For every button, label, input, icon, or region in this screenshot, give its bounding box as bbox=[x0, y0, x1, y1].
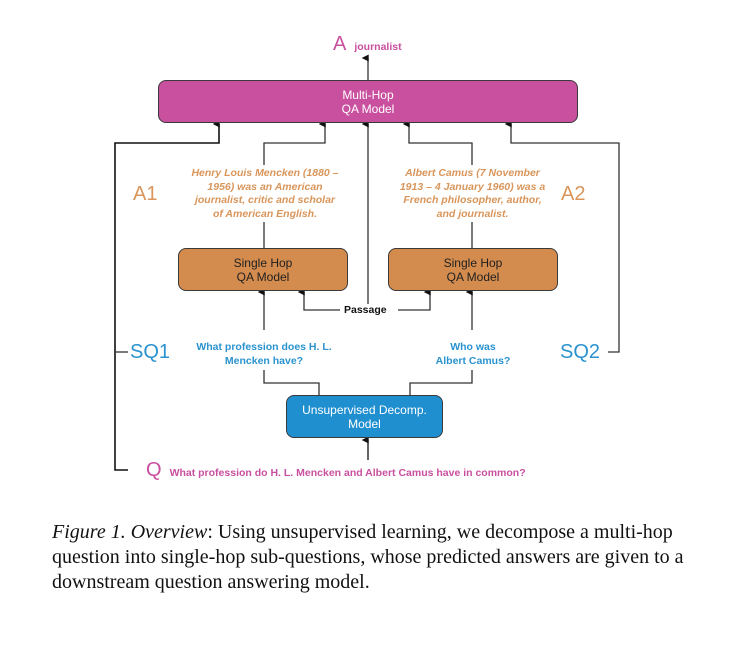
line-a1-to-multihop bbox=[263, 120, 326, 165]
question-text: What profession do H. L. Mencken and Alb… bbox=[169, 467, 526, 479]
caption-title: Overview bbox=[130, 521, 208, 543]
sq2-label: SQ2 bbox=[560, 341, 601, 363]
sq1-label: SQ1 bbox=[130, 341, 171, 363]
input-question: Q What profession do H. L. Mencken and A… bbox=[146, 459, 526, 481]
unsupervised-decomp-model: Unsupervised Decomp. Model bbox=[286, 395, 443, 438]
sq2-text: Who was Albert Camus? bbox=[435, 341, 511, 367]
multi-hop-label: Multi-Hop QA Model bbox=[341, 87, 395, 116]
a1-answer-text: Henry Louis Mencken (1880 – 1956) was an… bbox=[191, 167, 339, 220]
a2-label: A2 bbox=[561, 183, 586, 205]
line-a2-to-multihop bbox=[402, 120, 473, 165]
connector-lines bbox=[114, 54, 620, 471]
line-question-to-multihop bbox=[114, 120, 220, 471]
caption-text: : Using unsupervised learning, we decomp… bbox=[52, 521, 684, 593]
line-decomp-to-sq2 bbox=[409, 370, 473, 395]
arrow-passage-right bbox=[398, 288, 431, 311]
sq1-text: What profession does H. L. Mencken have? bbox=[196, 341, 332, 367]
figure-caption: Figure 1. Overview: Using unsupervised l… bbox=[52, 520, 712, 595]
line-decomp-to-sq1 bbox=[263, 370, 320, 395]
answer-value: journalist bbox=[354, 41, 402, 53]
single-hop-left-label: Single Hop QA Model bbox=[233, 255, 293, 284]
final-answer: A journalist bbox=[333, 33, 402, 55]
question-letter: Q bbox=[146, 459, 162, 481]
caption-label: Figure 1. bbox=[52, 521, 126, 543]
a1-label: A1 bbox=[133, 183, 158, 205]
multi-hop-qa-model: Multi-Hop QA Model bbox=[158, 80, 578, 123]
answer-letter: A bbox=[333, 33, 347, 55]
decomp-label: Unsupervised Decomp. Model bbox=[302, 402, 427, 431]
single-hop-qa-model-left: Single Hop QA Model bbox=[178, 248, 348, 291]
single-hop-qa-model-right: Single Hop QA Model bbox=[388, 248, 558, 291]
single-hop-right-label: Single Hop QA Model bbox=[443, 255, 503, 284]
line-sq2-to-multihop bbox=[504, 120, 620, 353]
diagram: A journalist Multi-Hop QA Model A1 Henry… bbox=[114, 33, 620, 481]
arrow-passage-left bbox=[297, 288, 340, 311]
a2-answer-text: Albert Camus (7 November 1913 – 4 Januar… bbox=[399, 167, 546, 220]
passage-label: Passage bbox=[344, 304, 387, 316]
